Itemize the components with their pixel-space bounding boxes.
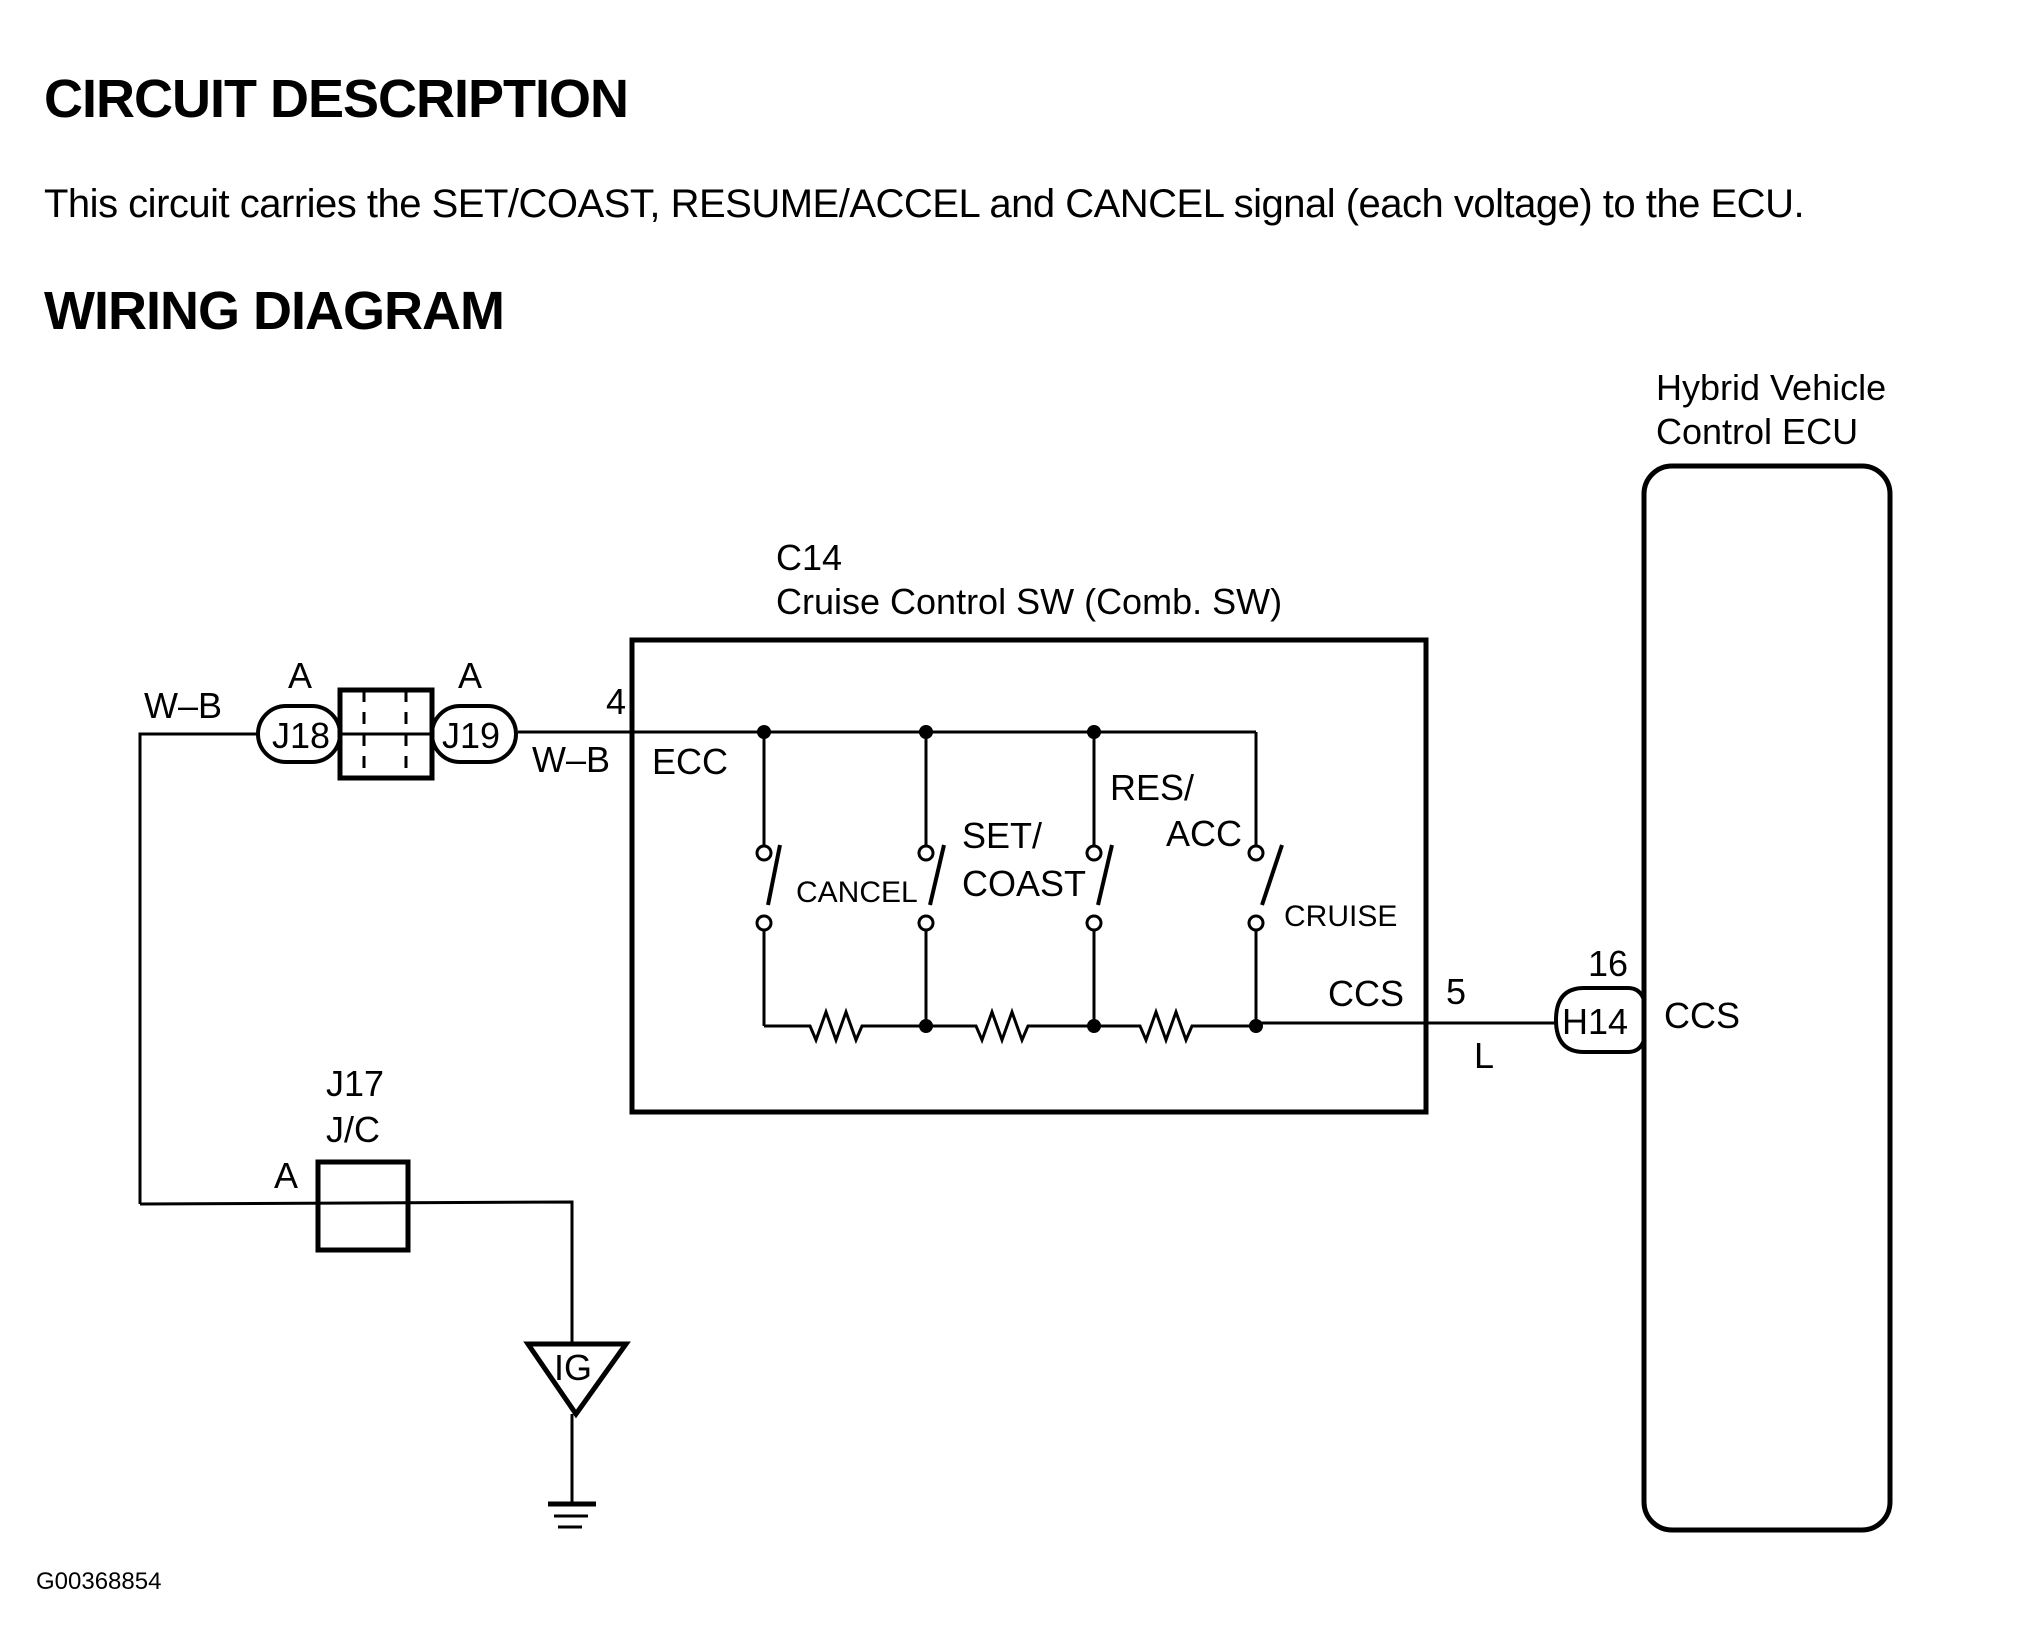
left-wire-color: W–B bbox=[144, 685, 222, 726]
switch-label-coast: COAST bbox=[962, 863, 1086, 904]
switch-cruise bbox=[1247, 844, 1284, 1026]
j19-label: J19 bbox=[442, 715, 500, 756]
h14-connector bbox=[1553, 986, 1646, 1054]
ladder-node bbox=[1249, 1019, 1263, 1033]
switch-cancel bbox=[755, 732, 782, 1026]
switch-component-name: Cruise Control SW (Comb. SW) bbox=[776, 581, 1282, 622]
circuit-description-text: This circuit carries the SET/COAST, RESU… bbox=[44, 182, 1805, 226]
switch-label-acc: ACC bbox=[1166, 813, 1242, 854]
j19-wire-color: W–B bbox=[532, 739, 610, 780]
switch-label-cancel: CANCEL bbox=[796, 876, 918, 909]
j17-name: J/C bbox=[326, 1109, 380, 1150]
ground-icon bbox=[548, 1501, 596, 1529]
ig-triangle-icon bbox=[523, 1341, 631, 1419]
ecu-title-line2: Control ECU bbox=[1656, 411, 1858, 452]
ladder-node bbox=[1087, 1019, 1101, 1033]
output-wire-color: L bbox=[1474, 1035, 1494, 1076]
ladder-node bbox=[919, 1019, 933, 1033]
j19-connector bbox=[430, 704, 518, 764]
input-terminal-ecc: ECC bbox=[652, 741, 728, 782]
j17-pin-a: A bbox=[274, 1155, 298, 1196]
ecu-terminal-ccs: CCS bbox=[1664, 995, 1740, 1036]
switch-set-coast bbox=[917, 732, 946, 1026]
switch-res-acc bbox=[1085, 732, 1114, 1026]
wiring-diagram-heading: WIRING DIAGRAM bbox=[44, 281, 505, 341]
ig-wire bbox=[139, 1200, 574, 1344]
h14-label: H14 bbox=[1562, 1001, 1628, 1042]
switch-component-box bbox=[629, 637, 1429, 1115]
left-wire bbox=[138, 732, 258, 1204]
output-terminal-ccs: CCS bbox=[1328, 973, 1404, 1014]
j17-connector: J17 bbox=[326, 1063, 384, 1104]
output-pin-5: 5 bbox=[1446, 971, 1466, 1012]
ig-label: IG bbox=[554, 1347, 592, 1388]
j19-pin-a: A bbox=[458, 655, 482, 696]
j18-pin-a: A bbox=[288, 655, 312, 696]
switch-label-set: SET/ bbox=[962, 815, 1042, 856]
j17-box bbox=[315, 1159, 411, 1253]
ecu-pin-16: 16 bbox=[1588, 943, 1628, 984]
j18-label-text: J18 bbox=[272, 715, 330, 756]
switch-connector-c14: C14 bbox=[776, 537, 842, 578]
switch-label-cruise: CRUISE bbox=[1284, 900, 1397, 933]
figure-code: G00368854 bbox=[36, 1568, 162, 1595]
resistor-ladder bbox=[764, 1007, 1256, 1045]
switch-label-res: RES/ bbox=[1110, 767, 1194, 808]
circuit-description-heading: CIRCUIT DESCRIPTION bbox=[44, 69, 629, 129]
ecu-title-line1: Hybrid Vehicle bbox=[1656, 367, 1886, 408]
input-pin-4: 4 bbox=[606, 681, 626, 722]
